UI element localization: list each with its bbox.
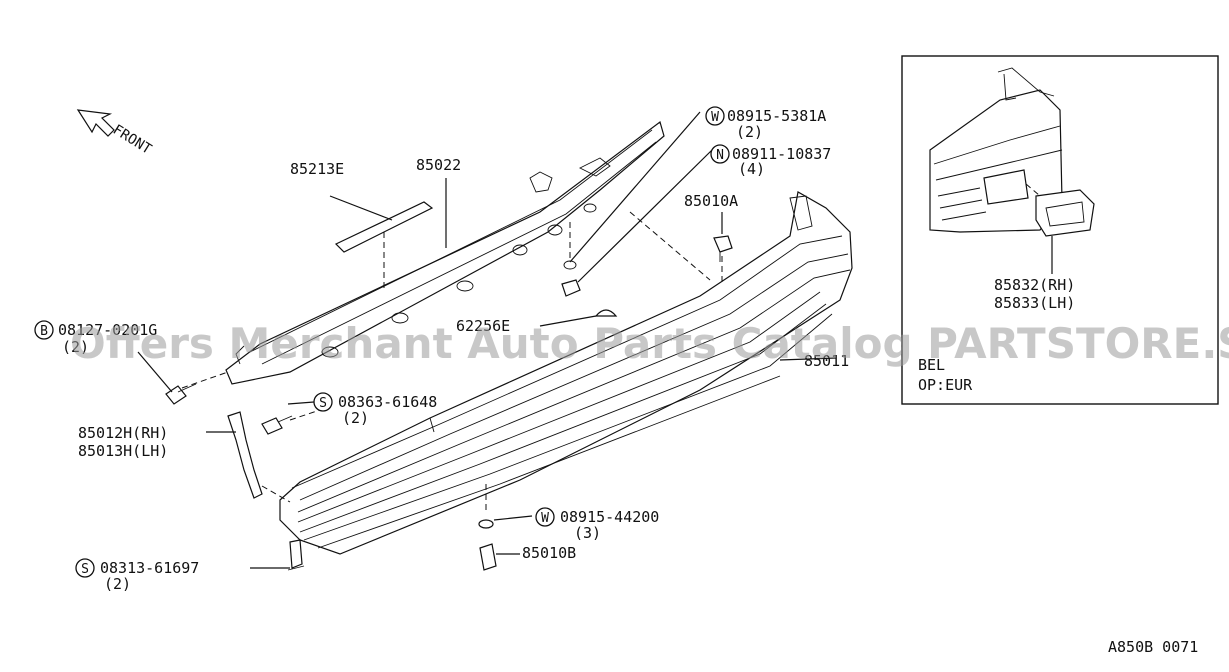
dash-line xyxy=(261,485,291,503)
dash-line xyxy=(181,371,229,389)
bolt-icon xyxy=(165,383,197,405)
inset-note-line1: BEL xyxy=(918,356,945,374)
prefix-n: N xyxy=(716,148,724,163)
grommet-icon xyxy=(594,309,618,317)
watermark: Offers Merchant Auto Parts Catalog PARTS… xyxy=(70,319,1229,368)
label-08911-10837: 08911-10837 xyxy=(732,145,831,163)
prefix-s: S xyxy=(319,396,327,411)
leader-line xyxy=(779,357,837,361)
qty-08313-61697: (2) xyxy=(104,575,131,593)
bumper-fascia xyxy=(279,191,853,555)
leader-line xyxy=(569,111,701,263)
label-85833: 85833(LH) xyxy=(994,294,1075,312)
nut-icon xyxy=(561,260,581,297)
reinforcement-bar xyxy=(225,120,665,385)
side-bracket xyxy=(227,411,263,499)
label-62256e: 62256E xyxy=(456,317,510,335)
leader-line xyxy=(539,315,597,327)
qty-08363-61648: (2) xyxy=(342,409,369,427)
clip-icon xyxy=(479,543,497,571)
label-08915-5381a: 08915-5381A xyxy=(727,107,826,125)
front-label: FRONT xyxy=(110,122,155,158)
qty-08127-0201g: (2) xyxy=(62,338,89,356)
leader-line xyxy=(577,149,713,283)
qty-08915-5381a: (2) xyxy=(736,123,763,141)
prefix-w: W xyxy=(711,110,719,125)
clip-icon xyxy=(713,235,733,262)
leader-line xyxy=(493,515,533,521)
dash-line xyxy=(289,409,321,421)
label-85012h: 85012H(RH) xyxy=(78,424,168,442)
inset-note-line2: OP:EUR xyxy=(918,376,973,394)
label-08313-61697: 08313-61697 xyxy=(100,559,199,577)
label-85213e: 85213E xyxy=(290,160,344,178)
leader-line xyxy=(329,195,393,221)
prefix-s: S xyxy=(81,562,89,577)
leader-line xyxy=(287,401,315,405)
qty-08915-44200: (3) xyxy=(574,524,601,542)
prefix-w: W xyxy=(541,511,549,526)
leader-line xyxy=(137,351,173,393)
label-85013h: 85013H(LH) xyxy=(78,442,168,460)
screw-icon xyxy=(261,415,293,435)
prefix-b: B xyxy=(40,324,48,339)
strip-85213e xyxy=(334,201,434,253)
label-08915-44200: 08915-44200 xyxy=(560,508,659,526)
diagram-code: A850B 0071 xyxy=(1108,638,1198,656)
label-85022: 85022 xyxy=(416,156,461,174)
inset-panel xyxy=(901,55,1219,405)
front-arrow-icon xyxy=(76,109,115,137)
label-08363-61648: 08363-61648 xyxy=(338,393,437,411)
label-85010a: 85010A xyxy=(684,192,738,210)
label-85011: 85011 xyxy=(804,352,849,370)
screw-icon xyxy=(287,539,305,571)
qty-08911-10837: (4) xyxy=(738,160,765,178)
label-85010b: 85010B xyxy=(522,544,576,562)
label-08127-0201g: 08127-0201G xyxy=(58,321,157,339)
washer-icon xyxy=(478,519,494,529)
label-85832: 85832(RH) xyxy=(994,276,1075,294)
dash-line xyxy=(629,211,711,281)
